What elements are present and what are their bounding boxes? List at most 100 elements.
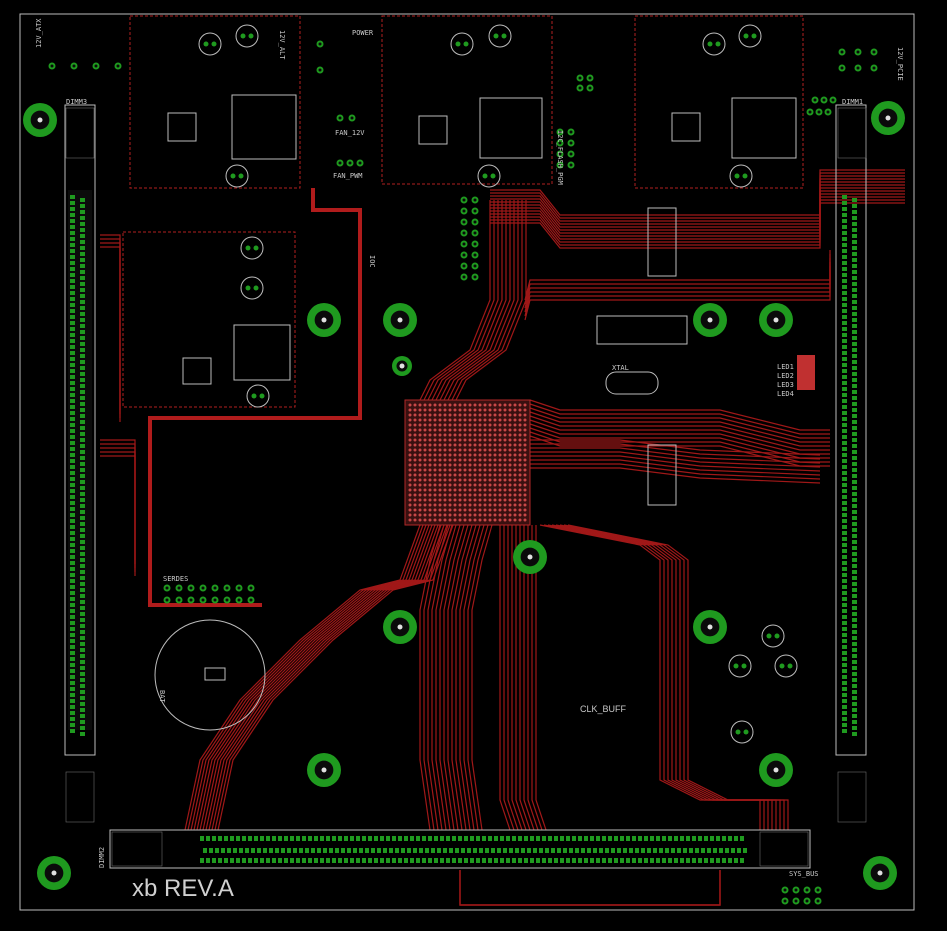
dimm-pin [554,858,558,863]
bga-ball [493,508,497,512]
dimm-pin [80,210,85,214]
dimm-pin [842,315,847,319]
dimm-pin [401,848,405,853]
bga-ball [473,503,477,507]
bga-ball [423,488,427,492]
dimm-pin [842,543,847,547]
capacitor-pad [463,41,469,47]
dimm-pin [842,705,847,709]
bga-ball [478,518,482,522]
dimm-pin [593,848,597,853]
bga-ball [458,458,462,462]
signal-trace [490,181,905,228]
dimm-pin [614,858,618,863]
bga-ball [523,463,527,467]
dimm-pin [842,573,847,577]
bga-ball [428,458,432,462]
dimm-pin [842,357,847,361]
dimm-pin [842,531,847,535]
dimm-pin [852,210,857,214]
bga-ball [503,448,507,452]
dimm-pin [70,651,75,655]
bga-ball [513,483,517,487]
bga-ball [428,438,432,442]
dimm-pin [842,621,847,625]
bga-ball [428,433,432,437]
bga-ball [508,488,512,492]
regulator-blocks [122,15,804,408]
bga-ball [523,478,527,482]
header-pin-hole [72,64,76,68]
mounting-hole-center [397,624,403,630]
dimm-pin [70,537,75,541]
dimm-pin [329,848,333,853]
bga-ball [488,463,492,467]
bga-ball [433,478,437,482]
bga-ball [443,478,447,482]
dimm-pin [842,273,847,277]
dimm-pin [503,848,507,853]
dimm-pin [842,567,847,571]
dimm-pin [443,848,447,853]
dimm-pin [497,848,501,853]
dimm-pin [263,848,267,853]
dimm-pin [842,351,847,355]
dimm-pin [704,836,708,841]
bga-ball [438,463,442,467]
capacitor-pad [203,41,209,47]
bga-ball [503,423,507,427]
dimm-pin [852,630,857,634]
dimm-pin [740,858,744,863]
bga-ball [423,458,427,462]
dimm-pin [842,279,847,283]
bga-ball [468,493,472,497]
header-pin-hole [588,86,592,90]
bga-ball [503,493,507,497]
bga-ball [448,518,452,522]
bga-ball [413,458,417,462]
dimm-pin [542,836,546,841]
bga-ball [493,408,497,412]
bga-ball [478,513,482,517]
bga-ball [483,478,487,482]
bga-ball [433,433,437,437]
dimm-pin [70,519,75,523]
bga-ball [448,458,452,462]
bga-ball [433,503,437,507]
bga-ball [423,448,427,452]
bga-ball [493,478,497,482]
bga-ball [443,518,447,522]
bga-ball [428,418,432,422]
signal-trace [202,524,439,831]
signal-trace [217,524,454,831]
dimm-pin [852,366,857,370]
bga-ball [438,498,442,502]
dimm-pin [842,195,847,199]
bga-ball [508,498,512,502]
bga-ball [453,418,457,422]
dimm-pin [842,225,847,229]
bga-ball [513,513,517,517]
dimm-pin [491,848,495,853]
dimm-pin [70,207,75,211]
header-pin-hole [165,586,169,590]
bga-ball [433,468,437,472]
dimm-pin [842,525,847,529]
bga-ball [488,468,492,472]
bga-ball [488,518,492,522]
dimm-pin [467,848,471,853]
dimm-pin [566,858,570,863]
dimm-pin [242,858,246,863]
dimm-pin [842,249,847,253]
bga-ball [443,443,447,447]
dimm-pin [269,848,273,853]
bga-ball [518,518,522,522]
header-pin-hole [473,253,477,257]
bga-ball [518,513,522,517]
dimm-pin [80,324,85,328]
dimm-pin [635,848,639,853]
bga-ball [518,498,522,502]
bga-ball [508,513,512,517]
bga-ball [503,488,507,492]
bga-ball [428,498,432,502]
